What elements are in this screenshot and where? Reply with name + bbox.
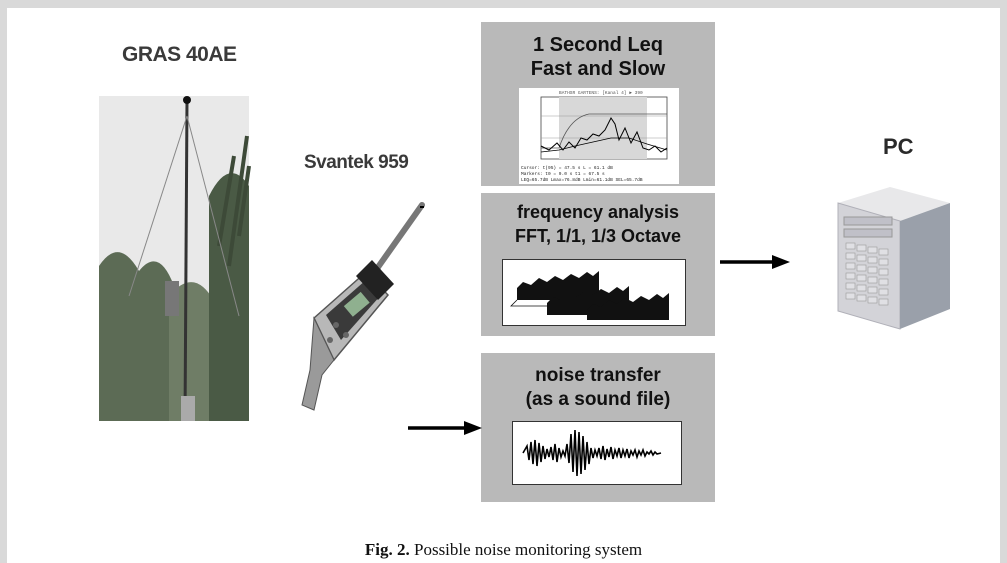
leq-panel: 1 Second Leq Fast and Slow BATHSR GARTEN… <box>481 22 715 186</box>
spectrum-waterfall-plot <box>502 259 686 326</box>
leq-plot-cursor-readout: Cursor: t(95) = 47.5 s L = 61.1 dB <box>521 165 613 171</box>
frequency-panel-title-line2: FFT, 1/1, 1/3 Octave <box>514 226 682 246</box>
frequency-panel-title-line1: frequency analysis <box>516 202 680 222</box>
svantek-marker-dot <box>420 206 424 208</box>
svantek-label: Svantek 959 <box>304 152 409 173</box>
pc-label: PC <box>883 134 914 159</box>
leq-plot-leq-readout: LEQ=65.7dB Lmax=76.8dB Lmin=61.1dB SEL=6… <box>521 177 643 183</box>
sound-waveform-plot <box>512 421 682 485</box>
leq-time-plot: BATHSR GARTENS: [Kanal 4] ► 390 Cursor: … <box>519 88 679 184</box>
spectrum-waterfall-graphic <box>510 271 669 320</box>
caption-figure-number: Fig. 2. <box>364 540 410 559</box>
caption-text: Possible noise monitoring system <box>409 540 643 559</box>
svantek-meter-image <box>301 202 425 411</box>
noise-transfer-title-line2: (as a sound file) <box>525 389 671 410</box>
gras-label: GRAS 40AE <box>122 43 237 66</box>
leq-plot-header: BATHSR GARTENS: [Kanal 4] ► 390 <box>559 90 643 96</box>
arrow-to-noise-transfer <box>408 421 482 435</box>
noise-transfer-panel: noise transfer (as a sound file) <box>481 353 715 502</box>
leq-plot-markers-readout: Markers: t0 = 9.0 s t1 = 67.5 s <box>521 171 605 177</box>
sound-waveform-graphic <box>522 429 662 477</box>
leq-panel-title-line1: 1 Second Leq <box>532 34 664 56</box>
arrow-to-pc <box>720 255 790 269</box>
figure-caption: Fig. 2. Possible noise monitoring system <box>0 540 1007 560</box>
frequency-analysis-panel: frequency analysis FFT, 1/1, 1/3 Octave <box>481 193 715 336</box>
pc-tower-image <box>837 187 950 330</box>
leq-panel-title-line2: Fast and Slow <box>530 58 666 80</box>
noise-transfer-title-line1: noise transfer <box>535 365 661 386</box>
gras-microphone-photo <box>99 96 251 422</box>
